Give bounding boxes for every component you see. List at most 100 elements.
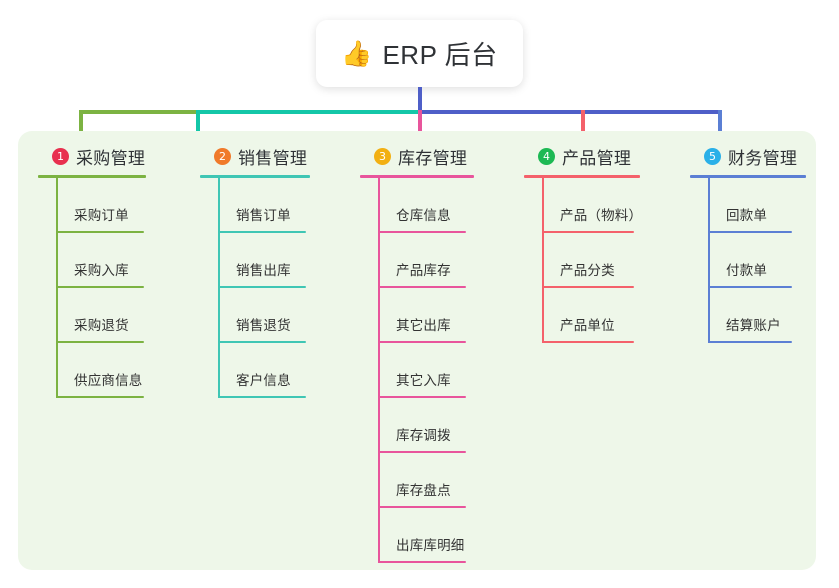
branch-header-2[interactable]: 2 销售管理 [200, 143, 312, 169]
branch-item-rule [378, 396, 466, 398]
branch-header-rule [38, 175, 146, 178]
branch-item-rule [542, 231, 634, 233]
branch-item-label: 销售出库 [236, 263, 291, 278]
branch-item[interactable]: 其它入库 [360, 343, 476, 398]
branch-item-rule [378, 451, 466, 453]
connector-bus-right [422, 110, 722, 114]
branch-spine [56, 178, 58, 398]
branch-items: 产品（物料） 产品分类产品单位 [524, 178, 642, 343]
branch-item-rule [708, 341, 792, 343]
branch-number-badge: 2 [214, 147, 231, 165]
branch-item-rule [378, 286, 466, 288]
branch-number-badge: 3 [374, 147, 391, 165]
branch-item-label: 出库库明细 [396, 538, 465, 553]
branch-item[interactable]: 客户信息 [200, 343, 312, 398]
branch-item[interactable]: 仓库信息 [360, 178, 476, 233]
branch-spine [542, 178, 544, 343]
branch-item-rule [378, 561, 466, 563]
branch-items: 采购订单采购入库采购退货供应商信息 [38, 178, 148, 398]
branch-item[interactable]: 销售退货 [200, 288, 312, 343]
branch-item[interactable]: 付款单 [690, 233, 808, 288]
branch-item-rule [218, 396, 306, 398]
branch-item-rule [378, 341, 466, 343]
branch-item[interactable]: 销售出库 [200, 233, 312, 288]
branch-item-label: 回款单 [726, 208, 768, 223]
branch-item[interactable]: 产品分类 [524, 233, 642, 288]
branch-item-label: 其它出库 [396, 318, 451, 333]
branch-item[interactable]: 其它出库 [360, 288, 476, 343]
connector-drop-5 [718, 110, 722, 142]
branch-title: 销售管理 [238, 148, 308, 168]
branch-item-rule [218, 341, 306, 343]
branch-item-rule [378, 231, 466, 233]
connector-drop-4 [581, 110, 585, 142]
branch-item-rule [708, 231, 792, 233]
branch-item[interactable]: 产品（物料） [524, 178, 642, 233]
branch-item[interactable]: 库存调拨 [360, 398, 476, 453]
branch-item-rule [378, 506, 466, 508]
branch-header-rule [360, 175, 474, 178]
connector-bus-mid [196, 110, 422, 114]
branch-item[interactable]: 销售订单 [200, 178, 312, 233]
thumbs-up-emoji: 👍 [341, 39, 373, 68]
branch-item-rule [56, 396, 144, 398]
branch-item[interactable]: 出库库明细 [360, 508, 476, 563]
branch-item-label: 产品（物料） [560, 208, 643, 223]
branch-item[interactable]: 库存盘点 [360, 453, 476, 508]
branch-item[interactable]: 产品单位 [524, 288, 642, 343]
branch-item-rule [56, 231, 144, 233]
branch-header-rule [690, 175, 806, 178]
branch-item[interactable]: 供应商信息 [38, 343, 148, 398]
branch-item[interactable]: 结算账户 [690, 288, 808, 343]
branch-item-label: 供应商信息 [74, 373, 143, 388]
branch-item-rule [218, 231, 306, 233]
branch-item-label: 结算账户 [726, 318, 781, 333]
root-node-label: ERP 后台 [382, 40, 498, 70]
branch-item[interactable]: 采购入库 [38, 233, 148, 288]
branch-items: 仓库信息产品库存其它出库其它入库库存调拨库存盘点出库库明细 [360, 178, 476, 563]
branch-item-label: 库存调拨 [396, 428, 451, 443]
branch-item-label: 销售退货 [236, 318, 291, 333]
branch-item-label: 客户信息 [236, 373, 291, 388]
branch-item-label: 采购入库 [74, 263, 129, 278]
branch-title: 财务管理 [728, 148, 798, 168]
branch-number-badge: 4 [538, 147, 555, 165]
connector-bus-left [79, 110, 196, 114]
branch-header-rule [200, 175, 310, 178]
branch-item-rule [218, 286, 306, 288]
connector-drop-1 [79, 110, 83, 142]
branch-item[interactable]: 回款单 [690, 178, 808, 233]
connector-drop-2 [196, 110, 200, 142]
root-node[interactable]: 👍 ERP 后台 [316, 20, 523, 87]
branch-column-5: 5 财务管理回款单付款单结算账户 [690, 143, 808, 343]
branch-item[interactable]: 采购订单 [38, 178, 148, 233]
branch-item-label: 产品分类 [560, 263, 615, 278]
connector-root-stem [418, 87, 422, 113]
branch-header-4[interactable]: 4 产品管理 [524, 143, 642, 169]
branch-header-5[interactable]: 5 财务管理 [690, 143, 808, 169]
branch-item-label: 销售订单 [236, 208, 291, 223]
branch-spine [218, 178, 220, 398]
branch-item-rule [56, 286, 144, 288]
branch-item-label: 产品单位 [560, 318, 615, 333]
branch-spine [708, 178, 710, 343]
branch-item-label: 仓库信息 [396, 208, 451, 223]
branch-item-label: 采购订单 [74, 208, 129, 223]
branch-title: 产品管理 [562, 148, 632, 168]
branch-items: 回款单付款单结算账户 [690, 178, 808, 343]
branch-header-rule [524, 175, 640, 178]
branch-column-4: 4 产品管理产品（物料） 产品分类产品单位 [524, 143, 642, 343]
branch-number-badge: 5 [704, 147, 721, 165]
branch-item-label: 产品库存 [396, 263, 451, 278]
branch-items: 销售订单销售出库销售退货客户信息 [200, 178, 312, 398]
branch-spine [378, 178, 380, 563]
branch-item[interactable]: 采购退货 [38, 288, 148, 343]
branch-item[interactable]: 产品库存 [360, 233, 476, 288]
branch-item-label: 其它入库 [396, 373, 451, 388]
branch-item-rule [542, 341, 634, 343]
branch-number-badge: 1 [52, 147, 69, 165]
